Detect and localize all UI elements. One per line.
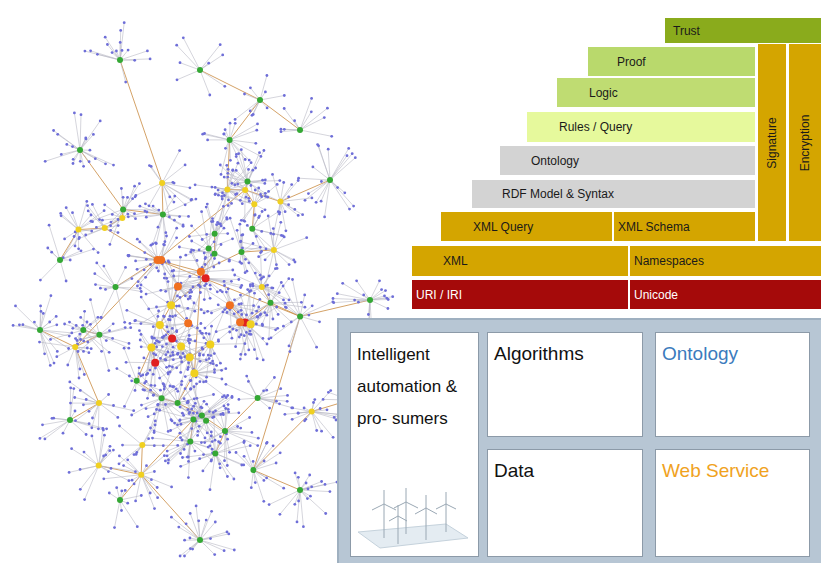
- layer-label: Trust: [673, 24, 700, 38]
- uri-layer: URI / IRI: [412, 280, 628, 309]
- logic-layer: Logic: [557, 78, 755, 107]
- unicode-layer: Unicode: [630, 280, 821, 309]
- graph-links: [13, 23, 393, 556]
- topic-tile: Data: [487, 449, 643, 557]
- layer-label: Encryption: [798, 114, 812, 171]
- layer-label: Signature: [765, 117, 779, 168]
- layer-label: Proof: [617, 55, 646, 69]
- layer-label: URI / IRI: [416, 288, 462, 302]
- layer-label: Ontology: [531, 154, 579, 168]
- topic-tile: Algorithms: [487, 332, 643, 437]
- tile-ground: [350, 332, 479, 557]
- topic-tile: Intelligent automation & pro- sumers: [350, 332, 479, 557]
- tile-label: Ontology: [662, 339, 803, 369]
- tile-label: Data: [494, 456, 636, 486]
- layer-label: Rules / Query: [559, 120, 632, 134]
- topic-tile: Ontology: [655, 332, 810, 437]
- layer-label: XML Schema: [618, 220, 690, 234]
- topic-tile: Web Service: [655, 449, 810, 557]
- signature-column: Signature: [758, 44, 786, 241]
- rules-layer: Rules / Query: [527, 112, 755, 142]
- xml-query-layer: XML Query: [441, 212, 612, 241]
- trust-layer: Trust: [665, 18, 821, 43]
- tile-label: Algorithms: [494, 339, 636, 369]
- ontology-layer: Ontology: [500, 146, 755, 175]
- layer-label: RDF Model & Syntax: [502, 187, 614, 201]
- layer-label: Unicode: [634, 288, 678, 302]
- layer-label: XML Query: [473, 220, 533, 234]
- xml-layer: XML: [412, 246, 628, 276]
- layer-label: XML: [443, 254, 468, 268]
- layer-label: Namespaces: [634, 254, 704, 268]
- xml-schema-layer: XML Schema: [614, 212, 755, 241]
- proof-layer: Proof: [588, 47, 755, 76]
- rdf-layer: RDF Model & Syntax: [472, 180, 755, 208]
- encryption-column: Encryption: [789, 44, 821, 241]
- tile-label: Web Service: [662, 456, 803, 486]
- wind-farm-illustration: [354, 488, 472, 550]
- namespaces-layer: Namespaces: [630, 246, 821, 276]
- tile-label: Intelligent automation & pro- sumers: [357, 339, 461, 435]
- layer-label: Logic: [589, 86, 618, 100]
